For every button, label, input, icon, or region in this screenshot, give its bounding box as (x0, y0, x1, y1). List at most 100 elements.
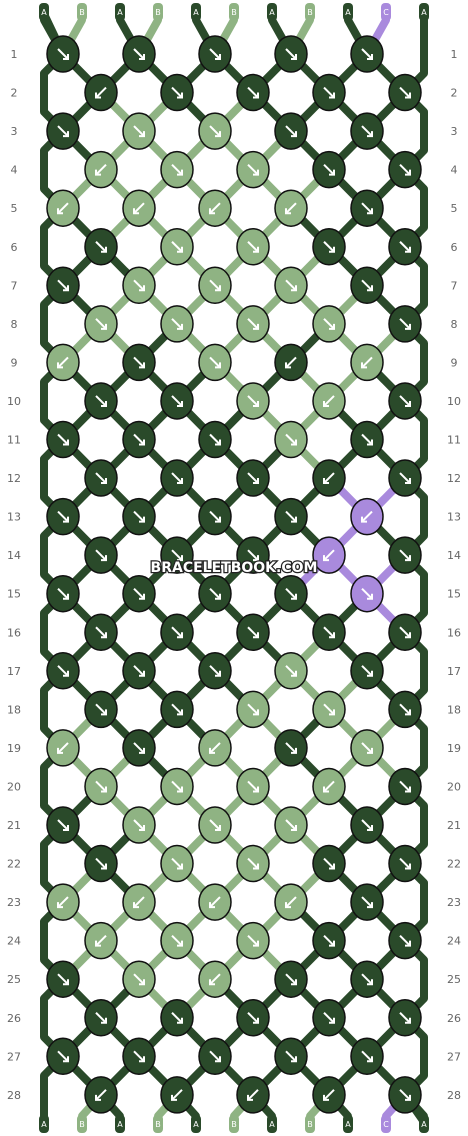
row-number-right: 5 (451, 202, 458, 215)
knot (388, 690, 422, 729)
strand-label-bottom: A (267, 1115, 277, 1133)
row-number-right: 19 (447, 742, 461, 755)
row-number-left: 5 (11, 202, 18, 215)
knot (388, 305, 422, 343)
row-number-right: 7 (451, 279, 458, 292)
svg-text:A: A (269, 8, 275, 17)
knot (122, 35, 156, 73)
knot (84, 228, 118, 266)
knot-arrow-icon (133, 665, 145, 677)
knot (350, 1037, 384, 1076)
row-number-left: 22 (7, 858, 21, 871)
row-number-left: 19 (7, 742, 21, 755)
knot-arrow-icon (209, 742, 221, 754)
knot (312, 382, 346, 420)
knot (122, 497, 156, 536)
knot-arrow-icon (57, 125, 69, 137)
row-number-left: 28 (7, 1089, 21, 1102)
strand-label-bottom: B (153, 1115, 163, 1133)
knot (350, 343, 384, 382)
knot (46, 35, 80, 73)
knot (198, 112, 232, 150)
knot (274, 420, 308, 459)
knot (122, 883, 156, 921)
knot-arrow-icon (209, 48, 221, 60)
knot (388, 73, 422, 112)
knot-arrow-icon (247, 934, 259, 947)
knot (312, 921, 346, 960)
knot-arrow-icon (171, 549, 183, 561)
row-number-left: 14 (7, 549, 21, 562)
knot (84, 613, 118, 651)
knot (388, 1076, 422, 1114)
knot (160, 767, 194, 806)
row-number-right: 1 (451, 48, 458, 61)
knot (350, 497, 384, 536)
knot (388, 767, 422, 806)
knot-arrow-icon (57, 587, 69, 600)
knot (350, 652, 384, 690)
knot (236, 844, 270, 883)
row-number-left: 12 (7, 472, 21, 485)
knot-arrow-icon (361, 279, 373, 292)
knot-arrow-icon (399, 86, 411, 99)
strand-label-top: B (229, 3, 239, 21)
knot (122, 343, 156, 382)
knot (236, 382, 270, 420)
knot-arrow-icon (323, 934, 335, 947)
knot (388, 536, 422, 574)
row-number-right: 9 (451, 356, 458, 369)
knot-arrow-icon (399, 780, 411, 793)
knot (160, 305, 194, 343)
watermark: BRACELETBOOK.COM (151, 560, 318, 576)
knot-arrow-icon (247, 163, 259, 176)
knot (236, 73, 270, 112)
knot-arrow-icon (399, 395, 411, 407)
knot-arrow-icon (361, 125, 373, 137)
knot (350, 35, 384, 73)
knot-arrow-icon (209, 279, 221, 292)
knot-arrow-icon (361, 510, 373, 523)
knot-arrow-icon (171, 241, 183, 253)
strand-label-top: A (39, 3, 49, 21)
row-number-right: 2 (451, 87, 458, 100)
knot-arrow-icon (399, 857, 411, 870)
knot-arrow-icon (171, 703, 183, 716)
knot (84, 459, 118, 497)
strand-label-bottom: B (77, 1115, 87, 1133)
knot (236, 150, 270, 189)
knot (46, 574, 80, 613)
knot (350, 729, 384, 767)
knot-arrow-icon (399, 703, 411, 716)
knot (198, 652, 232, 690)
strand-label-top: A (343, 3, 353, 21)
knot-arrow-icon (285, 202, 297, 214)
knot (274, 35, 308, 73)
knot (350, 574, 384, 613)
svg-text:B: B (307, 8, 313, 17)
knot (122, 189, 156, 227)
knot-arrow-icon (209, 433, 221, 446)
knot (274, 266, 308, 305)
knot (84, 382, 118, 420)
knot-arrow-icon (323, 626, 335, 638)
knot (236, 690, 270, 729)
knot-grid (46, 35, 422, 1114)
row-number-left: 20 (7, 780, 21, 793)
knot (84, 536, 118, 574)
knot-arrow-icon (361, 665, 373, 677)
knot-arrow-icon (247, 780, 259, 793)
knot (160, 382, 194, 420)
strand-label-bottom: A (419, 1115, 429, 1133)
knot-arrow-icon (285, 587, 297, 600)
row-number-left: 4 (11, 164, 18, 177)
knot (198, 729, 232, 767)
knot (198, 420, 232, 459)
knot-arrow-icon (361, 202, 373, 214)
row-number-right: 14 (447, 549, 461, 562)
knot (350, 883, 384, 921)
knot (122, 266, 156, 305)
knot-arrow-icon (361, 48, 373, 60)
knot (388, 150, 422, 189)
